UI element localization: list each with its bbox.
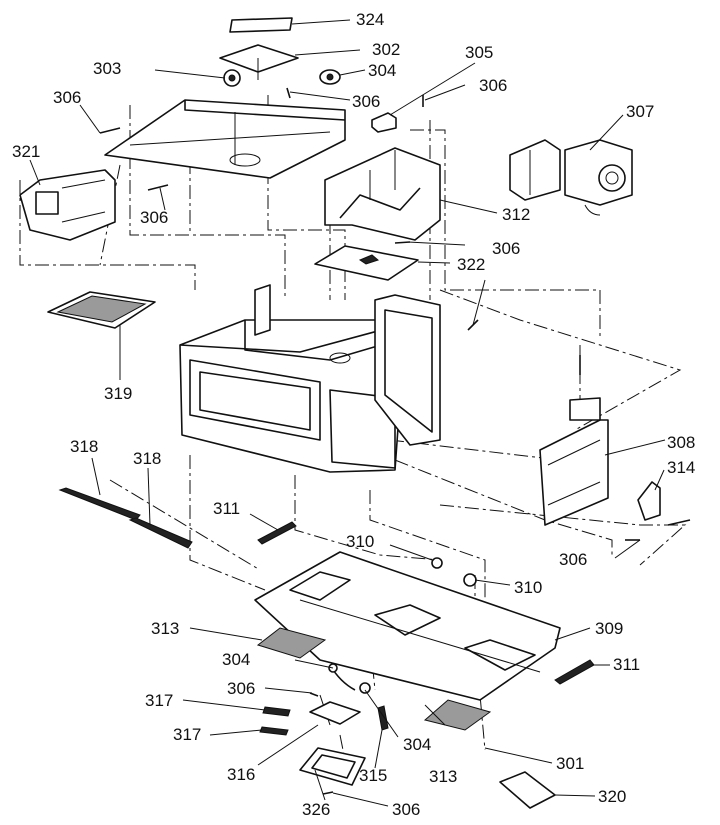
part-310-screw-a	[431, 557, 443, 569]
callout-310-a: 310	[346, 532, 374, 551]
part-317-strip-b	[259, 726, 289, 736]
callout-318-a: 318	[70, 437, 98, 456]
part-318-strips	[58, 487, 193, 549]
callout-305: 305	[465, 43, 493, 62]
callout-320: 320	[598, 787, 626, 806]
callout-306-f: 306	[559, 550, 587, 569]
part-304-clips-bottom	[328, 663, 371, 694]
callout-306-e: 306	[492, 239, 520, 258]
top-panel	[104, 99, 346, 179]
part-311-strip-left	[257, 521, 297, 545]
part-307-fan-motor	[509, 139, 633, 216]
callout-labels: 324 302 305 303 304 306 306 306 307 321 …	[12, 10, 695, 819]
callout-321: 321	[12, 142, 40, 161]
callout-319: 319	[104, 384, 132, 403]
callout-312: 312	[502, 205, 530, 224]
part-313-grille-left	[256, 627, 327, 659]
part-309-bottom-plate	[254, 551, 561, 701]
callout-317-b: 317	[173, 725, 201, 744]
callout-313-a: 313	[151, 619, 179, 638]
callout-318-b: 318	[133, 449, 161, 468]
callout-311-b: 311	[613, 655, 640, 674]
cavity-body	[179, 284, 441, 473]
part-311-strip-right	[554, 659, 595, 685]
callout-322: 322	[457, 255, 485, 274]
callout-301: 301	[556, 754, 584, 773]
part-314-bracket	[637, 481, 661, 521]
part-313-grille-right	[423, 699, 492, 731]
part-304-clip-top	[319, 69, 341, 85]
leader-lines	[29, 19, 666, 807]
part-315-lamp-socket	[377, 705, 389, 731]
callout-310-b: 310	[514, 578, 542, 597]
part-308-side-panel	[539, 397, 609, 526]
part-310-screw-b	[463, 573, 477, 587]
callout-314: 314	[667, 458, 695, 477]
part-319-filter	[47, 291, 156, 329]
callout-306-b: 306	[352, 92, 380, 111]
callout-306-h: 306	[392, 800, 420, 819]
callout-304-top: 304	[368, 61, 396, 80]
callout-316: 316	[227, 765, 255, 784]
callout-306-g: 306	[227, 679, 255, 698]
callout-315: 315	[359, 766, 387, 785]
callout-304-c: 304	[403, 735, 431, 754]
callout-308: 308	[667, 433, 695, 452]
callout-311-a: 311	[213, 499, 240, 518]
callout-306-d: 306	[140, 208, 168, 227]
part-316-lens	[309, 701, 361, 725]
callout-304-b: 304	[222, 650, 250, 669]
callout-309: 309	[595, 619, 623, 638]
callout-306-c: 306	[479, 76, 507, 95]
callout-313-b: 313	[429, 767, 457, 786]
part-305-cap	[371, 112, 397, 133]
callout-307: 307	[626, 102, 654, 121]
callout-326: 326	[302, 800, 330, 819]
callout-317-a: 317	[145, 691, 173, 710]
callout-303: 303	[93, 59, 121, 78]
part-324-plate	[229, 17, 293, 33]
callout-306-a: 306	[53, 88, 81, 107]
part-302-bracket	[219, 44, 299, 80]
part-321-switch-housing	[19, 169, 116, 241]
part-312-duct	[324, 147, 441, 241]
callout-324: 324	[356, 10, 384, 29]
part-317-strip-a	[262, 706, 291, 717]
callout-302: 302	[372, 40, 400, 59]
part-320-cover	[499, 771, 556, 809]
part-326-light-cover	[299, 747, 366, 786]
